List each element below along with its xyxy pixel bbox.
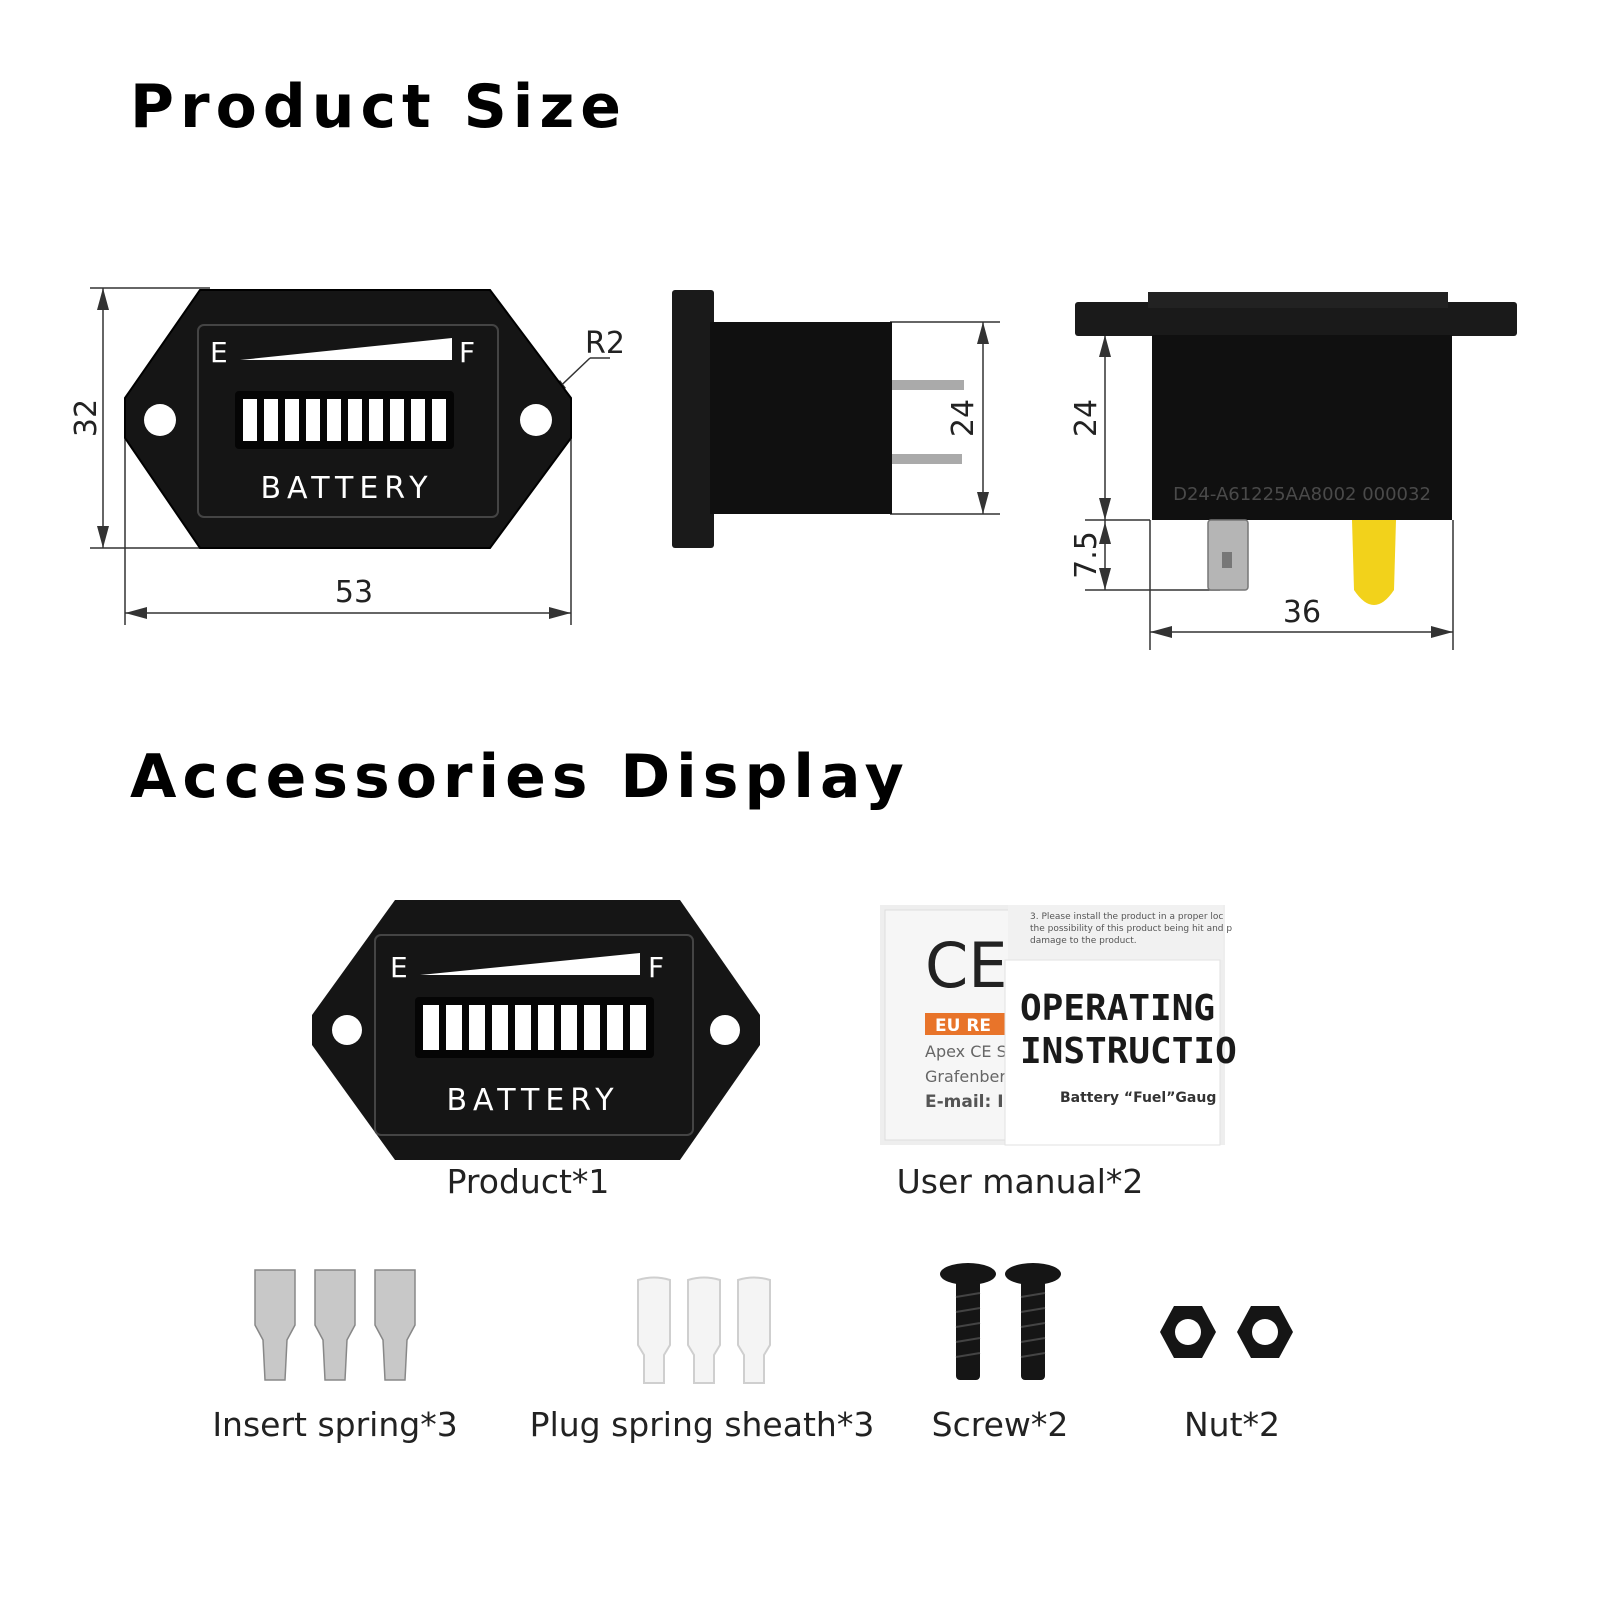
side-view-drawing: 24 (672, 290, 1000, 548)
manual-note-3: damage to the product. (1030, 936, 1137, 946)
insert-spring (254, 1269, 296, 1381)
product-gauge-image: E F BATTERY (312, 900, 760, 1160)
led-segment (423, 1005, 439, 1050)
led-segment (561, 1005, 577, 1050)
front-height-label: 32 (69, 399, 104, 437)
plug-sheath (637, 1276, 671, 1384)
side-flange (672, 290, 714, 548)
terminal-cap (1352, 520, 1396, 605)
back-flange (1075, 302, 1517, 336)
mount-hole-right (520, 404, 552, 436)
corner-radius-label: R2 (585, 326, 625, 361)
side-housing (710, 322, 892, 514)
led-segment (264, 399, 278, 441)
front-segment-bar (235, 391, 454, 449)
led-segment (584, 1005, 600, 1050)
insert-spring-image (254, 1269, 416, 1381)
insert-spring (314, 1269, 356, 1381)
front-view-drawing: 32 53 R2 E F BATTERY (69, 287, 625, 625)
led-segment (369, 399, 383, 441)
led-segment (538, 1005, 554, 1050)
grafen-line: Grafenberg (925, 1067, 1016, 1086)
led-segment (469, 1005, 485, 1050)
apex-line: Apex CE S (925, 1042, 1007, 1061)
led-segment (630, 1005, 646, 1050)
led-segment (327, 399, 341, 441)
led-segment (515, 1005, 531, 1050)
front-width-label: 53 (335, 575, 373, 610)
back-depth-label: 24 (1069, 399, 1104, 437)
plug-sheath-image (637, 1276, 771, 1384)
nut-image (1160, 1306, 1293, 1358)
product-full-label: F (648, 951, 664, 984)
eu-label: EU RE (935, 1016, 991, 1036)
manual-note-1: 3. Please install the product in a prope… (1030, 912, 1223, 922)
led-segment (285, 399, 299, 441)
caption-screw: Screw*2 (931, 1405, 1069, 1444)
user-manual-image: 3. Please install the product in a prope… (880, 905, 1237, 1146)
caption-insert-spring: Insert spring*3 (212, 1405, 458, 1444)
product-empty-label: E (390, 951, 408, 984)
back-width-label: 36 (1283, 595, 1321, 630)
gauge-empty-label: E (210, 336, 228, 369)
email-line: E-mail: Ir (925, 1092, 1013, 1112)
plug-sheath (687, 1276, 721, 1384)
led-segment (432, 399, 446, 441)
led-segment (492, 1005, 508, 1050)
product-size-title: Product Size (130, 72, 627, 142)
led-segment (306, 399, 320, 441)
terminal-length-label: 7.5 (1069, 531, 1104, 579)
ce-mark: CE (925, 929, 1007, 1002)
led-segment (348, 399, 362, 441)
back-housing (1152, 335, 1452, 520)
manual-subtitle: Battery “Fuel”Gaug (1060, 1090, 1216, 1106)
manual-heading-2: INSTRUCTIO (1020, 1031, 1237, 1072)
led-segment (607, 1005, 623, 1050)
gauge-battery-label: BATTERY (260, 471, 433, 506)
caption-user-manual: User manual*2 (896, 1162, 1144, 1201)
insert-spring (374, 1269, 416, 1381)
caption-plug-sheath: Plug spring sheath*3 (529, 1405, 875, 1444)
manual-heading-1: OPERATING (1020, 988, 1215, 1029)
side-depth-label: 24 (946, 399, 981, 437)
caption-nut: Nut*2 (1183, 1405, 1281, 1444)
back-view-drawing: D24-A61225AA8002 000032 24 7.5 36 (1069, 292, 1517, 650)
mount-hole-left (144, 404, 176, 436)
plug-sheath (737, 1276, 771, 1384)
product-battery-label: BATTERY (446, 1083, 619, 1118)
manual-note-2: the possibility of this product being hi… (1030, 924, 1232, 934)
serial-code: D24-A61225AA8002 000032 (1173, 484, 1431, 505)
led-segment (243, 399, 257, 441)
led-segment (446, 1005, 462, 1050)
gauge-full-label: F (459, 336, 475, 369)
caption-product: Product*1 (446, 1162, 610, 1201)
accessories-display-title: Accessories Display (130, 742, 910, 812)
led-segment (390, 399, 404, 441)
screw-image (940, 1263, 1061, 1380)
led-segment (411, 399, 425, 441)
